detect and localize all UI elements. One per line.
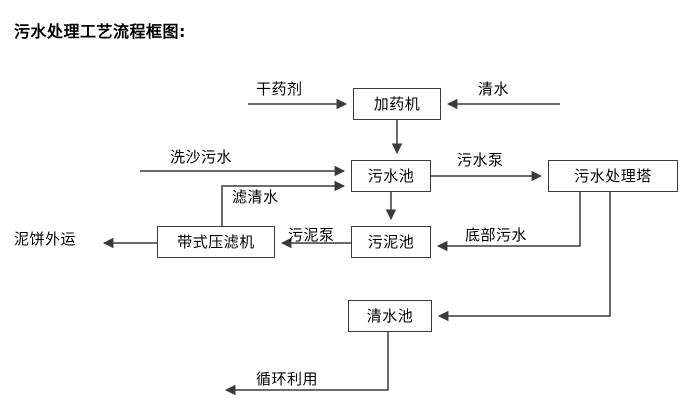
flow-tower-to-clear-water-pool	[437, 192, 611, 322]
node-label: 清水池	[366, 306, 414, 325]
edge-label-dry-agent: 干药剂	[256, 80, 303, 98]
node-clear-water-pool[interactable]: 清水池	[348, 300, 432, 332]
node-belt-filter-press[interactable]: 带式压滤机	[157, 226, 275, 258]
node-label: 加药机	[373, 94, 421, 113]
node-label: 污水处理塔	[574, 166, 652, 185]
edge-label-sludge-pump: 污泥泵	[288, 226, 335, 244]
node-dosing-machine[interactable]: 加药机	[353, 88, 441, 120]
node-treatment-tower[interactable]: 污水处理塔	[548, 160, 678, 192]
page-title: 污水处理工艺流程框图:	[14, 22, 186, 41]
edge-label-mud-cake-transport: 泥饼外运	[14, 230, 77, 248]
edge-label-recycle-use: 循环利用	[256, 370, 319, 388]
node-sewage-pool[interactable]: 污水池	[351, 160, 431, 192]
edge-label-sand-wash-sewage: 洗沙污水	[170, 148, 233, 166]
flow-clear-water-pool-to-recycle	[224, 332, 389, 396]
node-label: 带式压滤机	[177, 232, 255, 251]
flow-filtrate-to-sewage-pool	[221, 180, 346, 226]
node-label: 污泥池	[367, 232, 415, 251]
node-sludge-pool[interactable]: 污泥池	[351, 226, 431, 258]
edge-label-filtrate-water: 滤清水	[232, 188, 279, 206]
flow-tower-to-sludge-pool	[436, 192, 581, 252]
node-label: 污水池	[367, 166, 415, 185]
edge-label-bottom-sewage: 底部污水	[465, 226, 528, 244]
edge-label-clean-water: 清水	[478, 80, 510, 98]
edge-label-sewage-pump: 污水泵	[457, 151, 504, 169]
